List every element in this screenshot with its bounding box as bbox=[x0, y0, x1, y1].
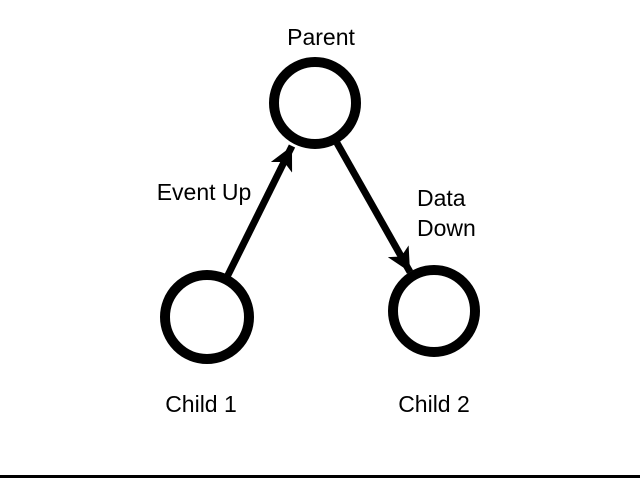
child2-node-circle bbox=[388, 265, 480, 357]
parent-node-circle bbox=[269, 57, 361, 149]
event-up-arrow bbox=[223, 144, 296, 279]
data-down-edge-label: Data Down bbox=[417, 185, 476, 241]
event-up-edge-label: Event Up bbox=[156, 179, 252, 205]
child1-node-circle bbox=[160, 270, 254, 364]
child2-node-label: Child 2 bbox=[398, 391, 470, 417]
child1-node-label: Child 1 bbox=[165, 391, 237, 417]
parent-node-label: Parent bbox=[287, 24, 355, 50]
data-down-arrow bbox=[333, 141, 414, 274]
